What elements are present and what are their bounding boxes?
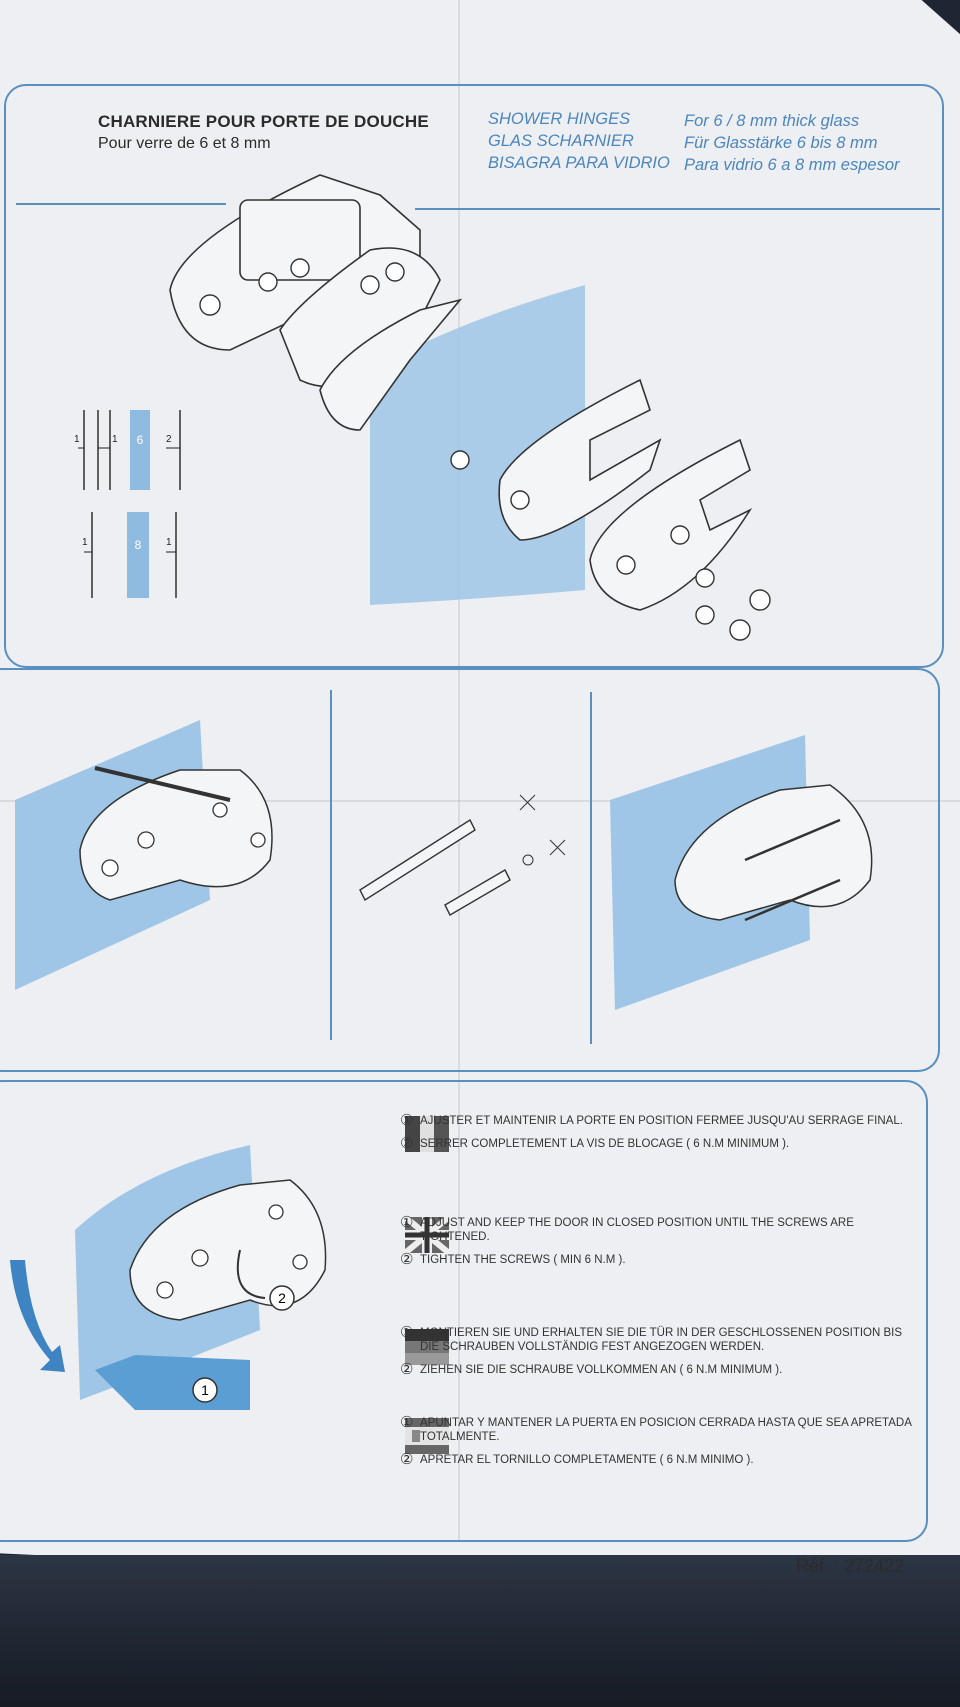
callout-2-label: 2 — [278, 1290, 286, 1306]
spacer-label: 2 — [166, 434, 172, 445]
step-divider — [330, 690, 332, 1040]
push-arrow — [95, 1355, 250, 1410]
step-number: ② — [400, 1361, 414, 1378]
instructions-es: ① APUNTAR Y MANTENER LA PUERTA EN POSICIO… — [400, 1414, 920, 1476]
tighten-arrow — [236, 1249, 266, 1299]
step-text: ADJUST AND KEEP THE DOOR IN CLOSED POSIT… — [420, 1217, 854, 1243]
step-text: AJUSTER ET MAINTENIR LA PORTE EN POSITIO… — [420, 1115, 903, 1127]
instruction-step: ② TIGHTEN THE SCREWS ( Min 6 N.m ). — [400, 1251, 920, 1268]
instructions-en: ① ADJUST AND KEEP THE DOOR IN CLOSED POSI… — [400, 1214, 920, 1276]
title-en: SHOWER HINGES — [488, 110, 631, 128]
step-number: ② — [400, 1251, 414, 1268]
header-fr: CHARNIERE POUR PORTE DE DOUCHE Pour verr… — [98, 112, 429, 153]
step-number: ① — [400, 1214, 414, 1231]
page-subtitle: Pour verre de 6 et 8 mm — [98, 135, 271, 152]
step-text: TIGHTEN THE SCREWS ( Min 6 N.m ). — [420, 1254, 626, 1266]
wall-plug — [444, 869, 511, 916]
spacer-label: 1 — [112, 434, 118, 445]
instruction-step: ② SERRER COMPLETEMENT LA VIS DE BLOCAGE (… — [400, 1135, 920, 1152]
instruction-step: ② ZIEHEN SIE DIE SCHRAUBE VOLLKOMMEN AN (… — [400, 1361, 920, 1378]
instruction-step: ① APUNTAR Y MANTENER LA PUERTA EN POSICIO… — [400, 1414, 920, 1444]
flag-es-icon — [405, 1418, 449, 1454]
drill-bit — [359, 818, 476, 902]
callout-1-label: 1 — [201, 1382, 209, 1398]
installation-steps-panel — [0, 668, 940, 1072]
title-es: BISAGRA PARA VIDRIO — [488, 154, 670, 172]
paper-fold — [0, 800, 960, 802]
washer — [729, 619, 751, 641]
step-text: APUNTAR Y MANTENER LA PUERTA EN POSICION… — [420, 1417, 912, 1443]
title-de: GLAS SCHARNIER — [488, 132, 634, 150]
glass-6mm — [130, 410, 150, 490]
step-text: APRETAR EL TORNILLO COMPLETAMENTE ( 6 N.… — [420, 1454, 754, 1466]
step-number: ① — [400, 1324, 414, 1341]
flag-uk-icon — [403, 1214, 451, 1256]
reference-number: Réf. : 272422 — [796, 1556, 905, 1576]
screw — [744, 878, 841, 922]
hex-key — [94, 766, 231, 802]
paper-fold — [458, 0, 460, 1540]
page-title: CHARNIERE POUR PORTE DE DOUCHE — [98, 112, 429, 131]
washer — [749, 589, 771, 611]
glass-es: Para vidrio 6 a 8 mm espesor — [684, 156, 900, 174]
header-titles-translated: SHOWER HINGES GLAS SCHARNIER BISAGRA PAR… — [488, 108, 670, 174]
instructions-fr: ① AJUSTER ET MAINTENIR LA PORTE EN POSITI… — [400, 1112, 920, 1160]
flag-fr-icon — [405, 1116, 449, 1152]
gauge-label-8: 8 — [135, 538, 142, 552]
step-number: ① — [400, 1112, 414, 1129]
glass-en: For 6 / 8 mm thick glass — [684, 112, 860, 130]
screw-head — [695, 605, 715, 625]
instruction-step: ① ADJUST AND KEEP THE DOOR IN CLOSED POSI… — [400, 1214, 920, 1244]
gauge-label-6: 6 — [137, 433, 144, 447]
spacer-label: 1 — [74, 434, 80, 445]
step-number: ② — [400, 1135, 414, 1152]
hinge-body — [239, 199, 361, 281]
instructions-de: ① MONTIEREN SIE UND ERHALTEN SIE DIE TÜR … — [400, 1324, 920, 1386]
spacer-label: 1 — [82, 537, 88, 548]
flag-de-icon — [405, 1329, 449, 1365]
step-text: MONTIEREN SIE UND ERHALTEN SIE DIE TÜR I… — [420, 1327, 903, 1353]
exploded-view-panel — [4, 84, 944, 668]
callout-2 — [269, 1285, 295, 1311]
screw — [744, 818, 841, 862]
glass-de: Für Glasstärke 6 bis 8 mm — [684, 134, 878, 152]
door-close-arrow — [10, 1260, 65, 1372]
glass-8mm — [127, 512, 149, 598]
instruction-step: ② APRETAR EL TORNILLO COMPLETAMENTE ( 6 N… — [400, 1451, 920, 1468]
screw-head — [695, 568, 715, 588]
step-divider — [590, 692, 592, 1044]
step-text: ZIEHEN SIE DIE SCHRAUBE VOLLKOMMEN AN ( … — [420, 1364, 783, 1376]
spacer-label: 1 — [166, 537, 172, 548]
header-glass-translated: For 6 / 8 mm thick glass Für Glasstärke … — [684, 110, 900, 176]
instruction-step: ① MONTIEREN SIE UND ERHALTEN SIE DIE TÜR … — [400, 1324, 920, 1354]
background-surface — [0, 1555, 960, 1707]
step-number: ① — [400, 1414, 414, 1431]
header-divider — [415, 208, 940, 210]
instruction-step: ① AJUSTER ET MAINTENIR LA PORTE EN POSITI… — [400, 1112, 920, 1129]
gasket — [319, 298, 463, 431]
adjustment-panel — [0, 1080, 928, 1542]
inner-plate — [498, 378, 662, 541]
header-divider — [16, 203, 226, 205]
callout-1 — [192, 1377, 218, 1403]
step-text: SERRER COMPLETEMENT LA VIS DE BLOCAGE ( … — [420, 1138, 790, 1150]
hinge — [79, 769, 273, 901]
step-number: ② — [400, 1451, 414, 1468]
